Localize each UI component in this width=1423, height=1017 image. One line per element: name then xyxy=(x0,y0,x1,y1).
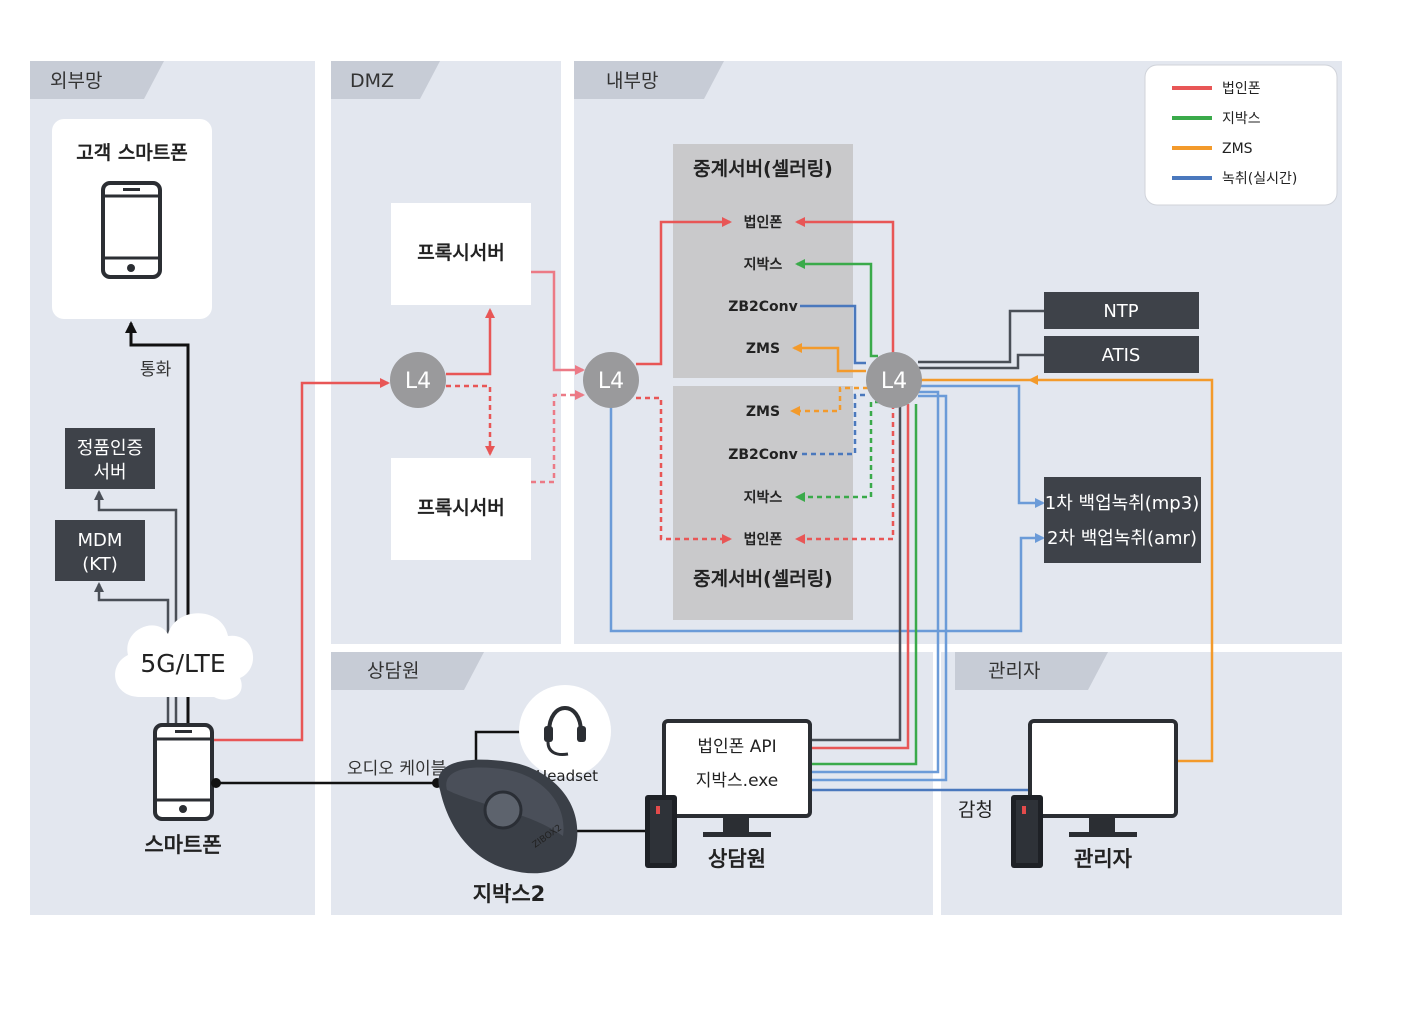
l4-dmz-label: L4 xyxy=(405,369,431,394)
proxy-server-top: 프록시서버 xyxy=(391,203,531,305)
relay-server-bottom-bg xyxy=(673,386,853,620)
l4r-to-atis-line xyxy=(918,353,1044,370)
zone-external-label: 외부망 xyxy=(50,70,102,92)
headset-icon: Headset xyxy=(519,685,611,785)
proxy-bottom-to-l4-line xyxy=(531,390,585,484)
l4r-to-corp-bottom-line xyxy=(795,404,895,544)
admin-tower-icon xyxy=(1011,795,1043,868)
relay-top-title: 중계서버(셀러링) xyxy=(693,158,833,180)
gbox2-device: ZIBOX2 xyxy=(438,759,578,874)
l4r-to-gbox-bottom-line xyxy=(795,400,880,502)
relay-top-item-gbox: 지박스 xyxy=(744,256,783,273)
l4-to-relay-corp-line xyxy=(636,217,732,366)
proxy-top-label: 프록시서버 xyxy=(417,242,504,264)
legend-label: 지박스 xyxy=(1222,111,1261,127)
agent-monitor-icon: 법인폰 API 지박스.exe xyxy=(662,719,812,837)
auth-line xyxy=(94,490,178,726)
customer-phone-label: 고객 스마트폰 xyxy=(76,142,188,164)
relay-bottom-title: 중계서버(셀러링) xyxy=(693,568,833,590)
auth-server-label-1: 정품인증 xyxy=(77,438,143,459)
agent-tower-icon xyxy=(645,795,677,868)
backup1-label: 1차 백업녹취(mp3) xyxy=(1045,493,1199,514)
phone-icon xyxy=(101,181,162,279)
l4-dmz: L4 xyxy=(390,352,446,408)
backup2-label: 2차 백업녹취(amr) xyxy=(1047,528,1197,549)
relay-bottom-item-zms: ZMS xyxy=(746,404,780,420)
gbox2-label: 지박스2 xyxy=(473,882,546,906)
zone-internal-label: 내부망 xyxy=(606,70,658,92)
smartphone-icon xyxy=(153,723,214,821)
l4-to-relay-corp-bottom-line xyxy=(636,396,732,544)
smartphone-label: 스마트폰 xyxy=(144,833,221,857)
l4-to-backup2-line xyxy=(609,405,1045,633)
admin-monitor-icon xyxy=(1028,719,1178,837)
mdm-label-2: (KT) xyxy=(82,554,117,575)
admin-pc-label: 관리자 xyxy=(1074,847,1133,871)
relay-server-top: 중계서버(셀러링) 법인폰 지박스 ZB2Conv ZMS xyxy=(693,158,833,357)
audio-cable-label: 오디오 케이블 xyxy=(347,759,446,779)
call-label: 통화 xyxy=(140,360,172,380)
zone-agent-label: 상담원 xyxy=(367,660,419,682)
relay-bottom-item-gbox: 지박스 xyxy=(744,489,783,506)
legend-label: 녹취(실시간) xyxy=(1222,171,1297,187)
network-label: 5G/LTE xyxy=(140,649,225,678)
zone-admin-label: 관리자 xyxy=(988,660,1040,682)
headset-line xyxy=(474,730,520,762)
cloud-icon: 5G/LTE xyxy=(115,613,254,700)
agent-pc-label: 상담원 xyxy=(708,847,766,871)
atis-label: ATIS xyxy=(1102,345,1141,366)
auth-server-label-2: 서버 xyxy=(93,462,126,483)
l4-right-label: L4 xyxy=(881,369,907,394)
proxy-server-bottom: 프록시서버 xyxy=(391,458,531,560)
l4r-to-zms-bottom-line xyxy=(790,386,868,416)
proxy-bottom-label: 프록시서버 xyxy=(417,497,504,519)
cable-dot-phone xyxy=(211,778,221,788)
proxy-top-to-l4-line xyxy=(531,270,585,375)
mdm-label-1: MDM xyxy=(78,530,123,551)
relay-server-bottom: ZMS ZB2Conv 지박스 법인폰 중계서버(셀러링) xyxy=(693,404,833,590)
api-red-line xyxy=(810,404,910,750)
l4r-to-gbox-line xyxy=(795,259,878,358)
legend-label: 법인폰 xyxy=(1222,81,1261,97)
relay-top-item-zms: ZMS xyxy=(746,341,780,357)
relay-server-top-bg xyxy=(673,144,853,378)
admin-to-atis-line xyxy=(1028,375,1214,763)
call-line xyxy=(125,321,190,726)
l4-to-proxy-top-line xyxy=(446,308,495,376)
agent-screen-exe: 지박스.exe xyxy=(696,771,778,791)
atis-box: ATIS xyxy=(1044,336,1199,373)
relay-top-item-corp: 법인폰 xyxy=(744,214,783,231)
connection-lines xyxy=(94,217,1214,833)
exe-blue-line xyxy=(810,390,940,774)
mdm-box: MDM (KT) xyxy=(55,520,145,581)
l4r-to-corp-line xyxy=(795,217,895,356)
agent-screen-api: 법인폰 API xyxy=(697,737,776,757)
l4-internal-right: L4 xyxy=(866,352,922,408)
relay-top-item-zb2conv: ZB2Conv xyxy=(728,299,798,315)
relay-bottom-item-corp: 법인폰 xyxy=(744,531,783,548)
zone-dmz-label: DMZ xyxy=(350,70,394,92)
backup-box: 1차 백업녹취(mp3) 2차 백업녹취(amr) xyxy=(1044,477,1201,563)
zb2conv-bottom-line xyxy=(802,393,868,456)
legend-label: ZMS xyxy=(1222,141,1253,157)
zb2conv-to-l4r-line xyxy=(800,304,866,365)
api-gray-line xyxy=(810,404,902,742)
l4r-to-ntp-line xyxy=(918,309,1044,364)
l4r-to-zms-line xyxy=(792,343,866,373)
customer-phone-card: 고객 스마트폰 xyxy=(52,119,212,319)
ntp-label: NTP xyxy=(1103,301,1138,322)
exe-green-line xyxy=(810,404,918,766)
phone-to-l4-line xyxy=(213,378,390,742)
ntp-box: NTP xyxy=(1044,292,1199,329)
listen-label: 감청 xyxy=(958,799,993,821)
l4-internal-left: L4 xyxy=(583,352,639,408)
exe-blue2-line xyxy=(810,394,948,782)
auth-server-box: 정품인증 서버 xyxy=(65,428,155,489)
l4-left-label: L4 xyxy=(598,369,624,394)
relay-bottom-item-zb2conv: ZB2Conv xyxy=(728,447,798,463)
l4r-to-backup1-line xyxy=(918,384,1045,508)
